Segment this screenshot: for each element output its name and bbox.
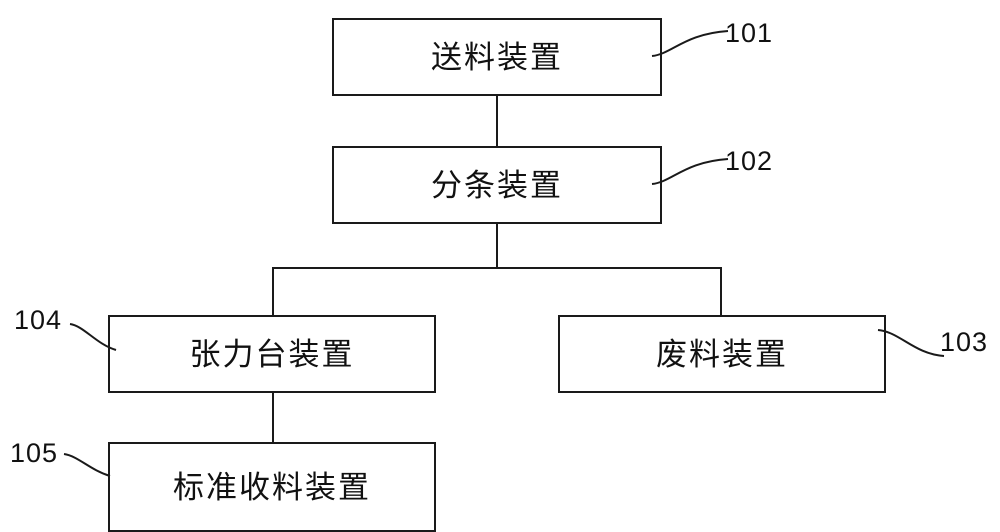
node-tension-table-device-label: 张力台装置 <box>189 336 355 372</box>
node-slitting-device: 分条装置 <box>332 146 662 224</box>
connector-tension-to-standard <box>272 393 274 442</box>
node-standard-collecting-device-label: 标准收料装置 <box>173 469 371 505</box>
ref-label-103: 103 <box>940 327 989 357</box>
connector-branch-horizontal <box>272 267 722 269</box>
leader-line-101 <box>650 18 740 58</box>
node-waste-device: 废料装置 <box>558 315 886 393</box>
node-feed-device: 送料装置 <box>332 18 662 96</box>
node-standard-collecting-device: 标准收料装置 <box>108 442 436 532</box>
ref-label-102: 102 <box>725 146 774 176</box>
connector-slit-down <box>496 224 498 268</box>
leader-line-103 <box>876 322 956 364</box>
connector-branch-to-tension <box>272 267 274 315</box>
node-waste-device-label: 废料装置 <box>656 336 788 372</box>
connector-feed-to-slit <box>496 96 498 146</box>
node-slitting-device-label: 分条装置 <box>431 167 563 203</box>
ref-label-101: 101 <box>725 18 774 48</box>
leader-line-104 <box>68 320 120 362</box>
node-tension-table-device: 张力台装置 <box>108 315 436 393</box>
connector-branch-to-waste <box>720 267 722 315</box>
node-feed-device-label: 送料装置 <box>431 39 563 75</box>
ref-label-105: 105 <box>10 438 59 468</box>
leader-line-105 <box>62 452 114 490</box>
leader-line-102 <box>650 146 740 186</box>
ref-label-104: 104 <box>14 305 63 335</box>
